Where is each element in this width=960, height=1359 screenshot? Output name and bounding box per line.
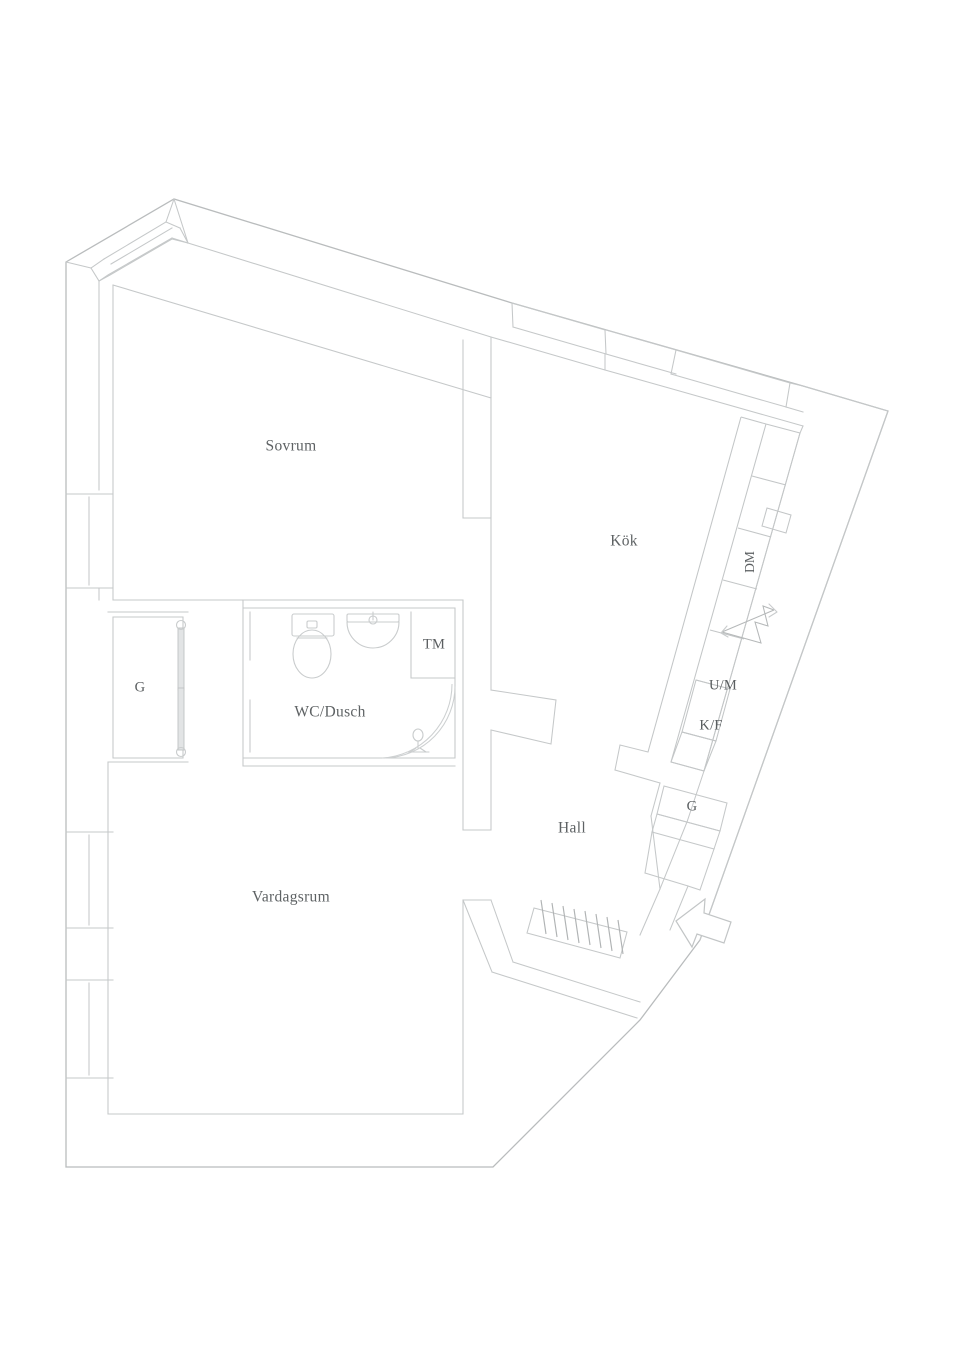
label-hall: Hall <box>558 820 586 837</box>
label-kok: Kök <box>610 533 638 550</box>
wardrobe-hall-label: G <box>687 798 698 814</box>
outer-wall-outline <box>65 198 889 1168</box>
entrance-arrow-icon <box>675 897 732 949</box>
label-wc-dusch: WC/Dusch <box>294 704 365 721</box>
dishwasher-label: DM <box>742 551 757 573</box>
fridge-freezer-label: K/F <box>699 717 722 733</box>
bathroom-walls <box>242 599 492 831</box>
kitchen-top-wall <box>490 329 804 427</box>
hall-niche <box>490 689 557 745</box>
window-bedroom-left <box>65 493 114 589</box>
window-living-2 <box>65 979 114 1079</box>
inner-wall-outline <box>98 238 492 601</box>
label-vardagsrum: Vardagsrum <box>252 889 330 906</box>
wardrobe-left-label: G <box>135 679 146 695</box>
wardrobe-left: G <box>107 611 189 763</box>
window-kitchen-2 <box>670 349 791 408</box>
living-room-walls <box>107 761 641 1115</box>
label-sovrum: Sovrum <box>266 438 317 455</box>
right-angled-wall <box>659 385 889 941</box>
toilet-icon <box>291 613 335 679</box>
washbasin-icon <box>346 611 400 649</box>
kitchen-cabinet-run <box>647 416 801 772</box>
washer-closet: TM <box>410 611 456 679</box>
window-kitchen-1 <box>511 302 607 355</box>
door-wc <box>381 677 456 759</box>
washer-label: TM <box>423 636 445 652</box>
kitchen-lower-walls <box>614 744 661 890</box>
coat-rack-icon <box>526 899 628 959</box>
wardrobe-hall: G <box>644 785 728 891</box>
entrance-threshold <box>639 885 689 936</box>
window-living-1 <box>65 831 114 929</box>
oven-micro-label: U/M <box>709 677 737 693</box>
window-bedroom-diagonal <box>65 198 189 282</box>
